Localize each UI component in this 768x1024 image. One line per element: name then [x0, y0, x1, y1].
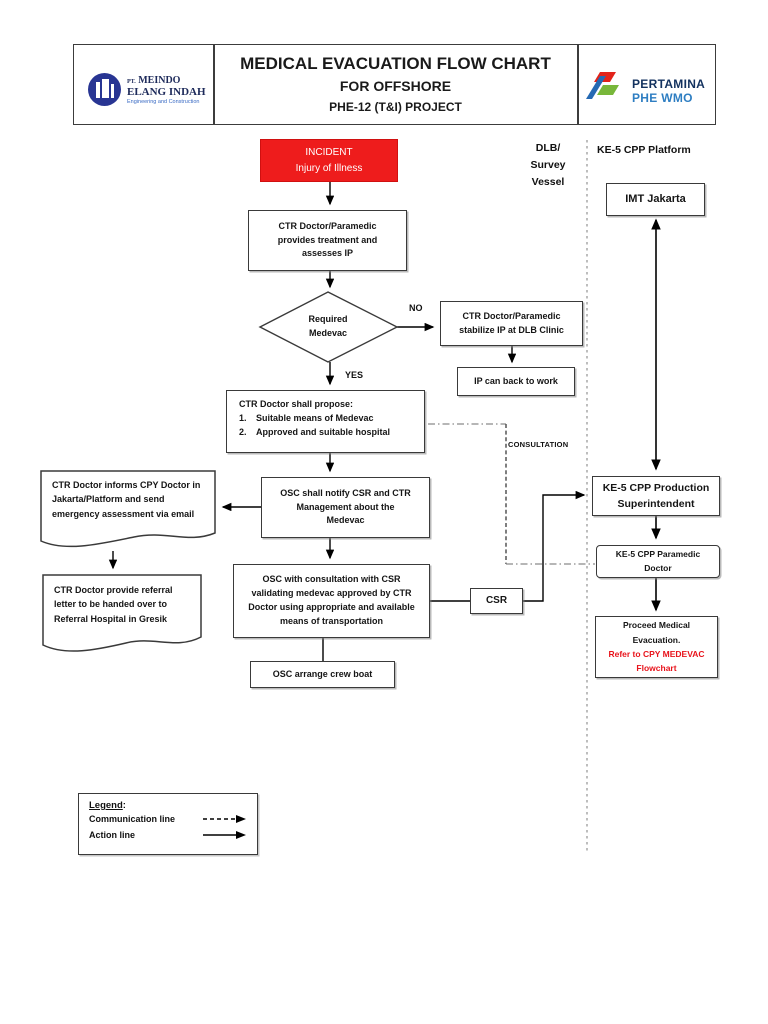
branch-label-yes: YES: [345, 370, 364, 380]
treatment-node: CTR Doctor/Paramedic provides treatment …: [248, 210, 407, 271]
crew-boat-node: OSC arrange crew boat: [250, 661, 395, 688]
header-separator-left: [213, 45, 215, 124]
stabilize-node: CTR Doctor/Paramedic stabilize IP at DLB…: [440, 301, 583, 346]
page-subtitle: FOR OFFSHORE: [339, 78, 452, 94]
dashed-arrow-icon: [203, 815, 246, 823]
arrow-csr-to-superintendent: [523, 490, 586, 602]
meindo-logo-text: PT. MEINDO ELANG INDAH Engineering and C…: [127, 75, 206, 105]
meindo-pt-prefix: PT.: [127, 79, 136, 85]
legend-communication-row: Communication line: [89, 811, 247, 827]
pertamina-sub-brand: PHE WMO: [632, 91, 693, 106]
meindo-name-line1: MEINDO: [138, 75, 181, 86]
legend-title: Legend:: [89, 800, 126, 811]
decision-node-label: Required Medevac: [308, 314, 348, 338]
referral-document-node: CTR Doctor provide referral letter to be…: [42, 574, 202, 663]
document-shape: [40, 470, 216, 548]
superintendent-node: KE-5 CPP Production Superintendent: [592, 476, 720, 516]
project-name: PHE-12 (T&I) PROJECT: [329, 100, 462, 114]
paramedic-node: KE-5 CPP Paramedic Doctor: [596, 545, 720, 578]
branch-label-no: NO: [409, 303, 423, 313]
document-shape: [42, 574, 202, 652]
document-header: MEDICAL EVACUATION FLOW CHART FOR OFFSHO…: [73, 44, 716, 125]
propose-node: CTR Doctor shall propose: 1. Suitable me…: [226, 390, 425, 453]
meindo-tagline: Engineering and Construction: [127, 99, 200, 106]
column-header-ke5-cpp-platform: KE-5 CPP Platform: [597, 144, 691, 156]
incident-node: INCIDENT Injury of Illness: [260, 139, 398, 182]
legend-action-row: Action line: [89, 827, 247, 843]
legend-communication-label: Communication line: [89, 814, 176, 824]
column-header-dlb-survey-vessel: DLB/ Survey Vessel: [530, 142, 566, 188]
legend-action-label: Action line: [89, 830, 136, 840]
legend-box: Legend: Communication line Action line: [78, 793, 258, 855]
informs-document-node: CTR Doctor informs CPY Doctor in Jakarta…: [40, 470, 216, 559]
imt-jakarta-node: IMT Jakarta: [606, 183, 705, 216]
meindo-logo-icon: [88, 73, 121, 106]
page-title: MEDICAL EVACUATION FLOW CHART: [240, 54, 551, 73]
consultation-label: CONSULTATION: [508, 440, 569, 449]
header-separator-right: [577, 45, 579, 124]
csr-node: CSR: [470, 588, 523, 614]
back-to-work-node: IP can back to work: [457, 367, 575, 396]
validate-node: OSC with consultation with CSR validatin…: [233, 564, 430, 638]
meindo-name-line2: ELANG INDAH: [127, 86, 206, 98]
proceed-node: Proceed Medical Evacuation. Refer to CPY…: [595, 616, 718, 678]
pertamina-brand: PERTAMINA: [632, 77, 706, 91]
notify-node: OSC shall notify CSR and CTR Management …: [261, 477, 430, 538]
pertamina-logo-text: PERTAMINA PHE WMO: [632, 77, 705, 106]
pertamina-logo-icon: [586, 72, 619, 99]
solid-arrow-icon: [203, 831, 246, 839]
